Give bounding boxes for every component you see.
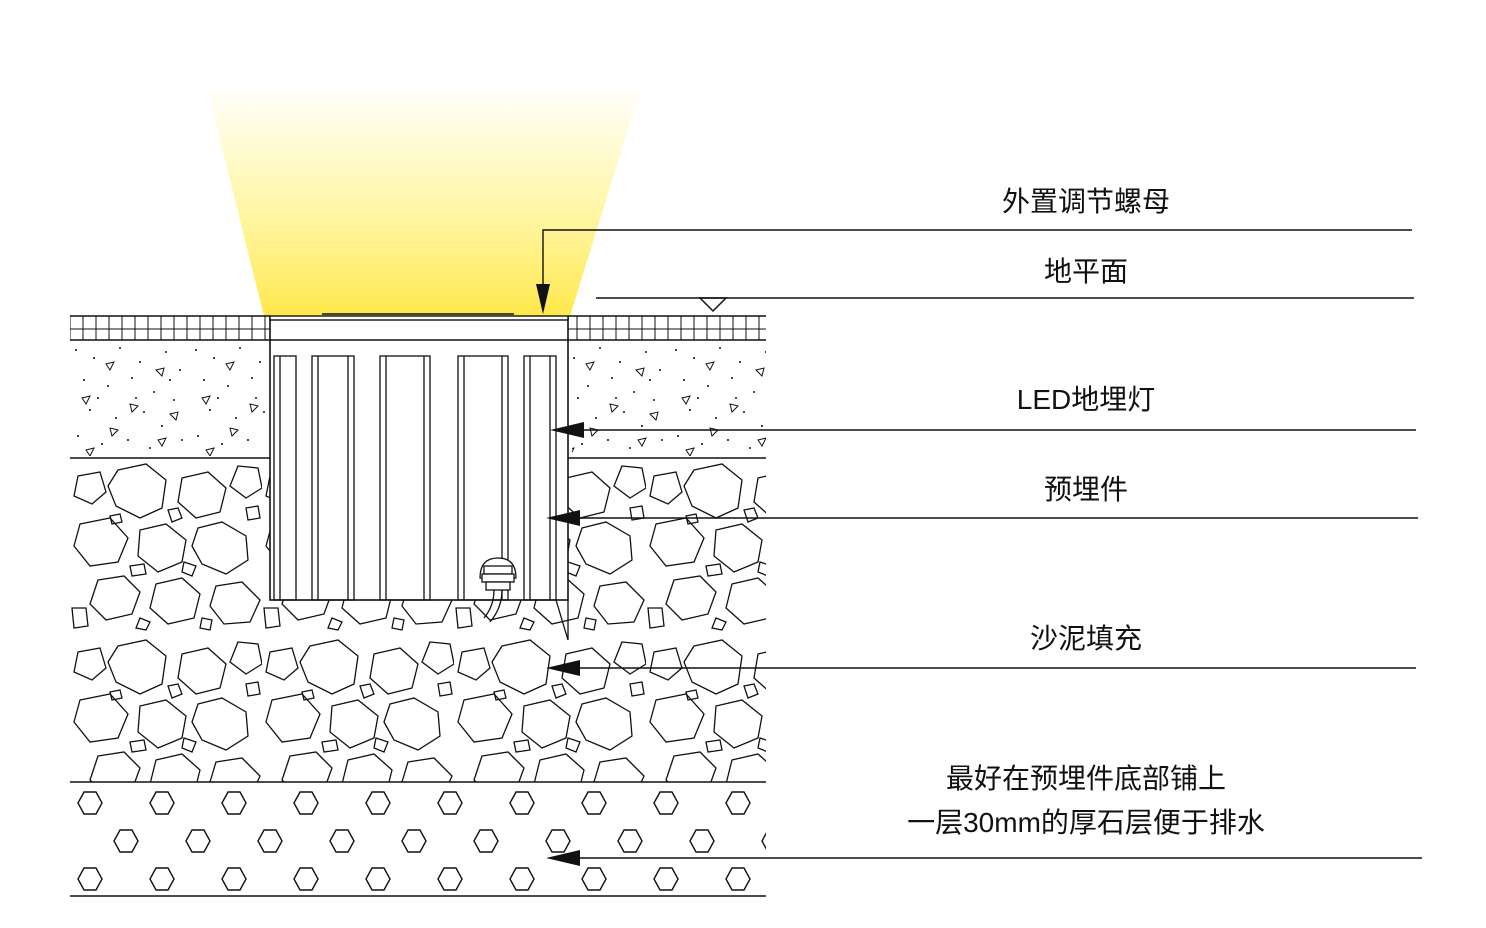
paving-tile-left (70, 316, 270, 340)
light-beam (206, 84, 642, 316)
label-embedded-part: 预埋件 (1044, 474, 1128, 505)
label-ground-plane: 地平面 (1044, 256, 1128, 287)
label-led-inground-light: LED地埋灯 (1017, 384, 1155, 415)
label-gravel-note-line2: 一层30mm的厚石层便于排水 (907, 807, 1265, 838)
embedded-housing (269, 313, 569, 641)
gravel-drain-layer (70, 782, 766, 896)
sand-concrete-layer-right (572, 342, 766, 456)
cable-gland (479, 557, 517, 623)
arrowheads (536, 284, 584, 866)
sand-concrete-layer-left (70, 342, 266, 456)
ground-level-marker (698, 297, 728, 313)
label-sand-fill: 沙泥填充 (1030, 623, 1142, 654)
label-gravel-note-line1: 最好在预埋件底部铺上 (946, 763, 1226, 794)
paving-tile-right (568, 316, 766, 340)
leader-lines (542, 229, 1422, 859)
light-beam-cone (206, 84, 642, 316)
label-adjust-nut: 外置调节螺母 (1002, 186, 1170, 217)
